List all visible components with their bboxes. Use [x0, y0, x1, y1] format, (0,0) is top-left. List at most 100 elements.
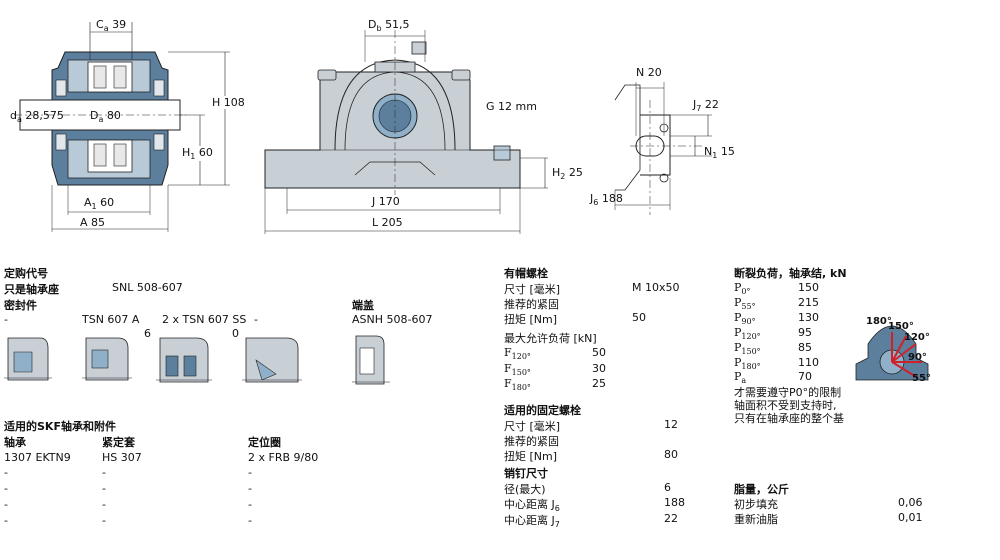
end-cover-label: 端盖: [352, 299, 374, 312]
size-value: M 10x50: [632, 281, 680, 294]
dim-db: Db 51,5: [368, 18, 410, 34]
table-cell: HS 307: [102, 451, 142, 464]
load-value: 110: [798, 356, 819, 369]
angle-55: 55°: [912, 373, 931, 384]
side-view: [614, 82, 712, 215]
seal-2: 2 x TSN 607 SS: [162, 313, 247, 326]
housing-label: 只是轴承座: [4, 283, 59, 296]
dim-ca: Ca 39: [96, 18, 127, 34]
grease-relub-value: 0,01: [898, 511, 923, 524]
load-label: P120°: [734, 326, 761, 342]
housing-value: SNL 508-607: [112, 281, 183, 294]
dim-J: J 170: [372, 195, 400, 208]
dim-H: H 108: [212, 96, 245, 109]
f150-value: 30: [592, 362, 606, 375]
attach-torque-value: 80: [664, 448, 678, 461]
table-cell: 1307 EKTN9: [4, 451, 71, 464]
angle-90: 90°: [908, 352, 927, 363]
technical-drawings: [14, 22, 712, 234]
table-cell: -: [102, 514, 106, 527]
dim-G: G 12 mm: [486, 100, 537, 113]
size-label: 尺寸 [毫米]: [504, 283, 561, 296]
table-cell: -: [4, 514, 8, 527]
dim-H1: H1 60: [182, 146, 213, 162]
cap-bolts-title: 有帽螺栓: [504, 267, 548, 280]
attachment-bolts-title: 适用的固定螺栓: [504, 404, 581, 417]
note-line-1: 才需要遵守P0°的限制: [734, 386, 842, 399]
load-label: P0°: [734, 281, 751, 297]
recommended-torque-label: 推荐的紧固: [504, 298, 559, 311]
load-label: Pa: [734, 370, 747, 386]
torque-label: 扭矩 [Nm]: [504, 313, 558, 326]
table-cell: -: [102, 466, 106, 479]
table-cell: -: [102, 482, 106, 495]
col-sleeve: 紧定套: [102, 436, 135, 449]
f120-value: 50: [592, 346, 606, 359]
dim-J7: J7 22: [693, 98, 719, 114]
seal-note-0: 0: [232, 327, 239, 340]
seal-thumb-none: [4, 337, 52, 381]
note-line-2: 轴面积不受到支持时,: [734, 399, 837, 412]
load-label: P150°: [734, 341, 761, 357]
dim-H2: H2 25: [552, 166, 583, 182]
table-cell: -: [4, 482, 8, 495]
max-load-label: 最大允许负荷 [kN]: [504, 332, 597, 345]
dim-N1: N1 15: [704, 145, 735, 161]
seal-thumb-end-cover: [352, 335, 390, 385]
seal-dash-2: -: [254, 313, 258, 326]
attach-torque-label: 扭矩 [Nm]: [504, 450, 558, 463]
order-code-title: 定购代号: [4, 267, 48, 280]
load-value: 150: [798, 281, 819, 294]
dowel-j6-label: 中心距离 J6: [504, 498, 560, 514]
seal-thumb-tsn-a: [82, 337, 132, 381]
col-ring: 定位圈: [248, 436, 281, 449]
f180-value: 25: [592, 377, 606, 390]
dim-da: da 28,575: [10, 109, 64, 125]
angle-150: 150°: [888, 321, 914, 332]
dowel-dia-label: 径(最大): [504, 483, 546, 496]
accessories-title: 适用的SKF轴承和附件: [4, 420, 116, 433]
dim-L: L 205: [372, 216, 403, 229]
table-cell: -: [248, 482, 252, 495]
dowel-title: 销钉尺寸: [504, 467, 548, 480]
dowel-j7-value: 22: [664, 512, 678, 525]
seals-label: 密封件: [4, 299, 37, 312]
attach-size-label: 尺寸 [毫米]: [504, 420, 561, 433]
dowel-j7-label: 中心距离 J7: [504, 514, 560, 530]
f180-label: F180°: [504, 377, 531, 393]
table-cell: -: [102, 498, 106, 511]
torque-value: 50: [632, 311, 646, 324]
dim-Da: Da 80: [90, 109, 121, 125]
grease-initial-label: 初步填充: [734, 498, 778, 511]
dim-A1: A1 60: [84, 196, 115, 212]
table-cell: -: [4, 466, 8, 479]
load-direction-diagram: [855, 325, 929, 381]
table-cell: -: [248, 498, 252, 511]
front-view: [264, 30, 548, 234]
load-label: P180°: [734, 356, 761, 372]
seal-thumb-other: [242, 337, 302, 383]
attach-size-value: 12: [664, 418, 678, 431]
dowel-j6-value: 188: [664, 496, 685, 509]
dim-A: A 85: [80, 216, 106, 229]
load-value: 70: [798, 370, 812, 383]
seal-thumbnails: [4, 335, 390, 385]
load-value: 130: [798, 311, 819, 324]
end-cover-value: ASNH 508-607: [352, 313, 433, 326]
dim-J6: J6 188: [590, 192, 623, 208]
load-value: 85: [798, 341, 812, 354]
angle-120: 120°: [904, 332, 930, 343]
attach-recommended-label: 推荐的紧固: [504, 435, 559, 448]
dowel-dia-value: 6: [664, 481, 671, 494]
col-bearing: 轴承: [4, 436, 26, 449]
load-value: 215: [798, 296, 819, 309]
seal-note-6: 6: [144, 327, 151, 340]
load-label: P55°: [734, 296, 756, 312]
load-value: 95: [798, 326, 812, 339]
seal-dash-1: -: [4, 313, 8, 326]
note-line-3: 只有在轴承座的整个基: [734, 412, 844, 425]
grease-title: 脂量，公斤: [734, 483, 789, 496]
dim-N: N 20: [636, 66, 662, 79]
table-cell: -: [248, 514, 252, 527]
table-cell: 2 x FRB 9/80: [248, 451, 319, 464]
